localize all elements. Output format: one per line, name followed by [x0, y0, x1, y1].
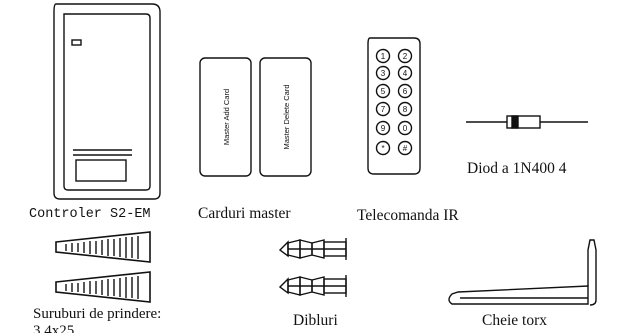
screw-icon	[55, 271, 151, 303]
master-delete-card-icon	[259, 57, 312, 177]
add-card-text: Master Add Card	[222, 89, 231, 145]
remote-key-label: *	[381, 144, 384, 153]
dowels-label: Dibluri	[293, 312, 338, 329]
master-add-card-icon	[199, 57, 252, 177]
remote-key-label: 7	[381, 105, 386, 114]
diode-icon	[466, 115, 588, 129]
diode-label: Diod a 1N400 4	[467, 160, 567, 177]
screws-label: Suruburi de prindere:	[33, 306, 162, 322]
remote-key-label: 6	[403, 87, 408, 96]
cards-label: Carduri master	[198, 205, 291, 222]
remote-key-labels: 1 2 3 4 5 6 7 8 9 0 * #	[381, 52, 408, 153]
remote-key-label: 4	[403, 69, 408, 78]
remote-key-label: 1	[381, 52, 386, 61]
remote-key-label: 9	[381, 124, 386, 133]
delete-card-text: Master Delete Card	[282, 84, 291, 149]
remote-key-label: 8	[403, 105, 408, 114]
remote-key-label: #	[403, 144, 408, 153]
remote-key-label: 0	[403, 124, 408, 133]
remote-key-label: 2	[403, 52, 408, 61]
screw-icon	[55, 231, 151, 263]
torx-key-icon	[448, 239, 597, 306]
torx-label: Cheie torx	[482, 312, 547, 329]
ir-remote-icon	[367, 37, 421, 175]
dowel-icon	[278, 275, 347, 297]
controller-label: Controler S2-EM	[29, 207, 151, 222]
controller-device-icon	[53, 3, 161, 200]
remote-label: Telecomanda IR	[357, 207, 459, 224]
remote-key-label: 3	[381, 69, 386, 78]
screws-label-line2: 3 4x25	[33, 323, 75, 333]
dowel-icon	[278, 238, 347, 260]
remote-key-label: 5	[381, 87, 386, 96]
